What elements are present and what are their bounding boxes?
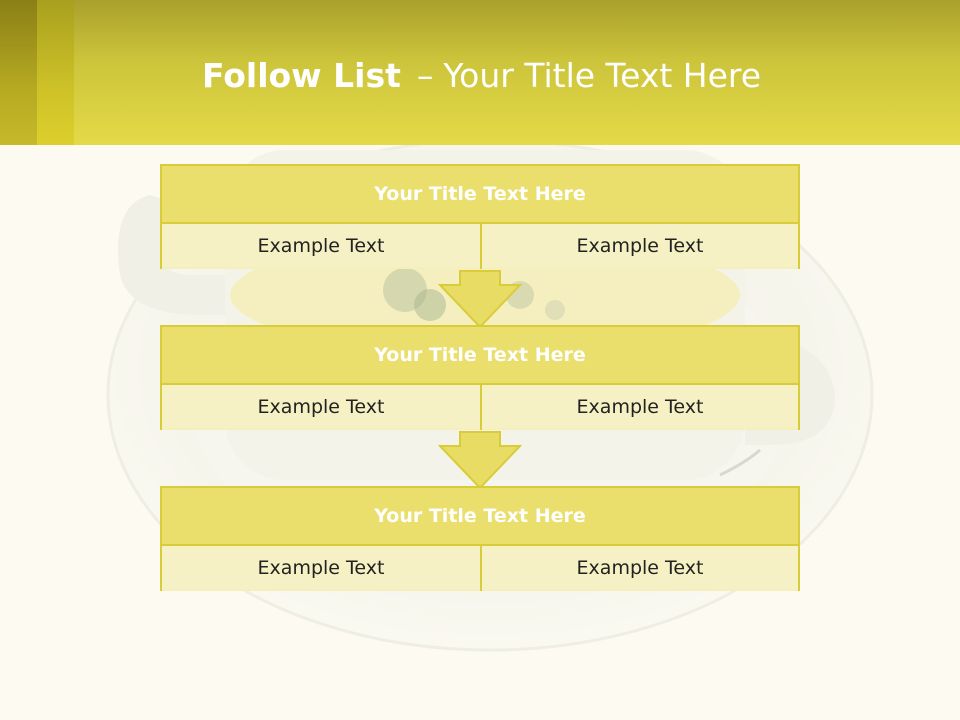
block-title: Your Title Text Here: [162, 488, 798, 546]
block-cell-right: Example Text: [482, 385, 798, 430]
block-title: Your Title Text Here: [162, 166, 798, 224]
follow-block: Your Title Text Here Example Text Exampl…: [160, 164, 800, 269]
title-separator: –: [416, 56, 434, 95]
block-cell-right: Example Text: [482, 546, 798, 591]
block-cell-left: Example Text: [162, 385, 482, 430]
block-title: Your Title Text Here: [162, 327, 798, 385]
follow-block: Your Title Text Here Example Text Exampl…: [160, 486, 800, 591]
header-stripe: [37, 0, 74, 145]
block-cell-left: Example Text: [162, 546, 482, 591]
follow-block: Your Title Text Here Example Text Exampl…: [160, 325, 800, 430]
title-bold: Follow List: [202, 56, 401, 95]
header-bar: [0, 0, 960, 145]
arrow-down-icon: [438, 431, 522, 489]
block-cell-left: Example Text: [162, 224, 482, 269]
block-cell-right: Example Text: [482, 224, 798, 269]
slide-title: Follow List–Your Title Text Here: [202, 52, 761, 100]
title-rest: Your Title Text Here: [443, 56, 762, 95]
arrow-down-icon: [438, 270, 522, 328]
header-stripe: [0, 0, 37, 145]
